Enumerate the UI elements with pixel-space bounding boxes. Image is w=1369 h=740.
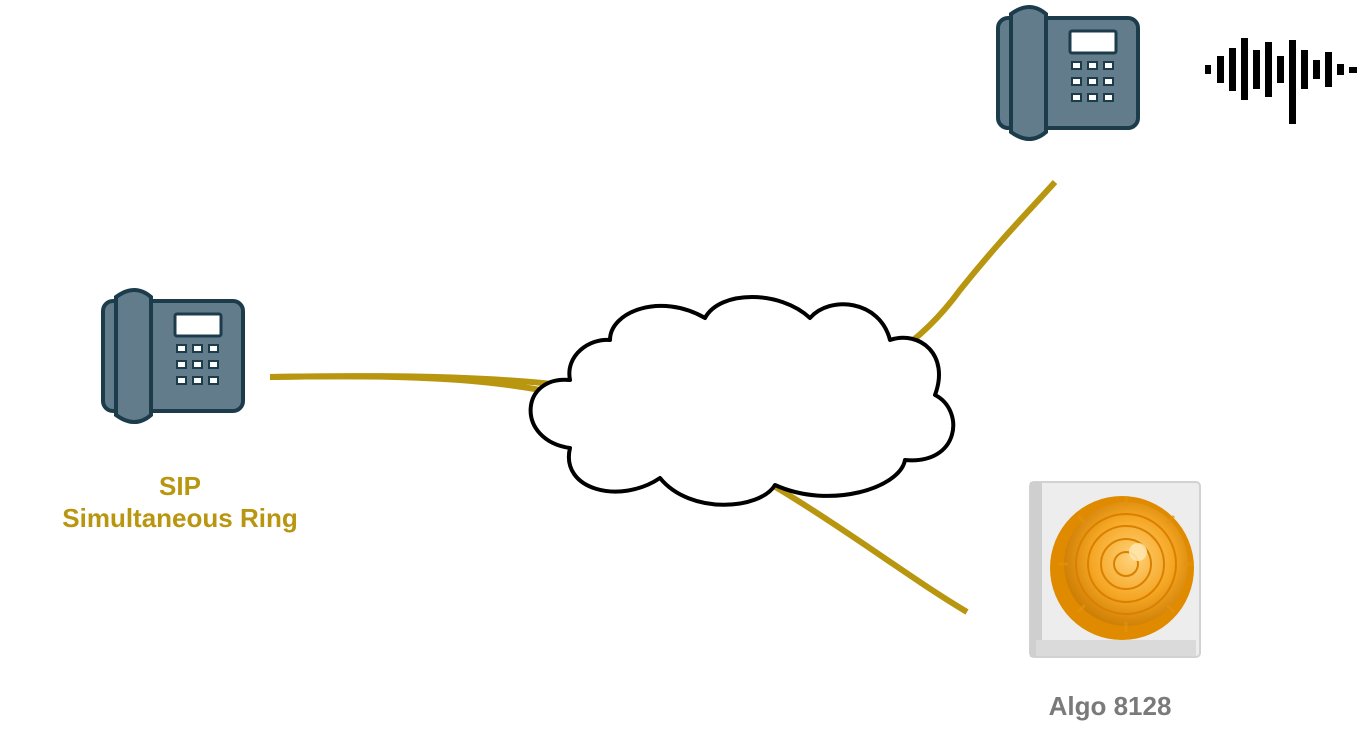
strobe-label: Algo 8128 — [1048, 691, 1172, 721]
cloud-icon — [528, 295, 956, 507]
caller-phone-icon — [101, 288, 245, 424]
caller-label-line1: SIP — [159, 471, 201, 501]
audio-waveform-icon — [1205, 38, 1357, 124]
endpoint-phone-icon — [996, 5, 1140, 141]
strobe-light-icon — [1029, 481, 1201, 658]
caller-label: SIP Simultaneous Ring — [0, 470, 360, 534]
caller-label-line2: Simultaneous Ring — [62, 503, 298, 533]
